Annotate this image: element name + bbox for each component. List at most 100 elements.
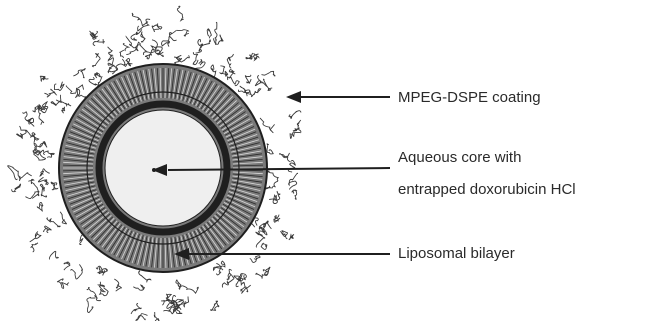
polymer-strand: [165, 293, 178, 306]
polymer-strand: [263, 78, 273, 91]
polymer-strand: [107, 46, 114, 61]
lipid-tick: [75, 118, 103, 134]
polymer-strand: [170, 298, 184, 304]
lipid-tick: [170, 68, 175, 99]
lipid-tick: [142, 69, 150, 100]
lipid-tick: [168, 237, 172, 268]
lipid-tick: [226, 126, 255, 140]
lipid-tick: [156, 237, 160, 268]
lipid-tick: [65, 145, 95, 153]
polymer-strand: [56, 278, 70, 289]
lipid-tick: [70, 128, 99, 142]
polymer-strand: [170, 29, 190, 37]
lipid-tick: [65, 183, 95, 191]
lipid-tick: [211, 96, 233, 119]
polymer-strand: [289, 131, 301, 139]
lipid-tick: [198, 82, 215, 109]
polymer-strand: [178, 285, 199, 295]
lipid-tick: [106, 85, 124, 111]
lipid-tick: [145, 69, 152, 100]
lipid-tick: [215, 102, 239, 123]
polymer-strand: [29, 231, 42, 243]
lipid-tick: [115, 229, 131, 257]
lipid-tick: [85, 104, 110, 125]
lipid-tick: [223, 118, 251, 134]
lipid-tick: [172, 237, 178, 268]
polymer-strand: [18, 172, 32, 181]
lipid-tick: [195, 229, 211, 257]
polymer-strand: [53, 81, 65, 91]
polymer-strand: [237, 89, 252, 95]
lipid-tick: [212, 98, 235, 120]
lipid-tick: [186, 233, 197, 263]
polymer-strand: [125, 35, 141, 49]
lipid-tick: [140, 236, 148, 266]
core-label-line-2: entrapped doxorubicin HCl: [398, 181, 576, 198]
lipid-tick: [205, 88, 225, 113]
polymer-strand: [214, 21, 218, 46]
lipid-tick: [63, 175, 94, 180]
polymer-strand: [258, 222, 272, 234]
polymer-strand: [266, 143, 274, 155]
lipid-tick: [154, 68, 158, 99]
polymer-strand: [42, 225, 52, 234]
lipid-tick: [231, 147, 262, 155]
lipid-tick: [91, 98, 114, 120]
polymer-strand: [65, 84, 85, 94]
lipid-tick: [232, 173, 263, 177]
polymer-strand: [254, 74, 268, 87]
lipid-tick: [111, 82, 128, 109]
polymer-strand: [39, 168, 50, 177]
polymer-strand: [210, 64, 217, 78]
polymer-strand: [39, 141, 48, 148]
polymer-strand: [212, 34, 224, 45]
lipid-tick: [134, 71, 144, 101]
lipid-tick: [83, 210, 108, 230]
polymer-strand: [262, 266, 271, 276]
lipid-tick: [106, 225, 124, 251]
lipid-tick: [67, 189, 97, 200]
lipid-tick: [200, 226, 218, 253]
polymer-strand: [56, 99, 72, 107]
polymer-strand: [32, 142, 40, 156]
lipid-tick: [73, 123, 101, 138]
polymer-strand: [143, 39, 158, 56]
polymer-strand: [269, 190, 281, 201]
lipid-tick: [197, 80, 213, 108]
polymer-strand: [89, 30, 96, 39]
polymer-strand: [260, 242, 268, 250]
lipid-tick: [232, 177, 263, 183]
lipid-tick: [154, 237, 158, 268]
polymer-strand: [167, 32, 177, 44]
lipid-tick: [126, 233, 138, 262]
lipid-tick: [66, 139, 96, 149]
pointer-arrows: [152, 91, 391, 260]
lipid-tick: [145, 236, 152, 267]
lipid-tick: [121, 76, 135, 105]
lipid-tick: [101, 88, 121, 113]
lipid-tick: [231, 145, 261, 153]
lipid-tick: [66, 187, 96, 197]
polymer-strand: [130, 29, 143, 41]
polymer-strand: [226, 268, 232, 281]
lipid-tick: [85, 211, 110, 232]
lipid-tick: [232, 164, 264, 167]
polymer-strand: [125, 57, 133, 67]
lipid-tick: [137, 71, 146, 101]
polymer-strand: [261, 70, 276, 77]
polymer-strand: [236, 273, 247, 282]
polymer-strand: [86, 296, 96, 314]
polymer-strand: [221, 272, 235, 288]
lipid-tick: [108, 226, 126, 253]
polymer-strand: [151, 23, 163, 33]
lipid-tick: [214, 100, 237, 121]
polymer-strand: [73, 68, 86, 79]
polymer-strand: [46, 217, 61, 228]
polymer-strand: [16, 130, 27, 140]
lipid-tick: [63, 177, 94, 183]
lipid-tick: [231, 150, 262, 157]
polymer-strand: [218, 65, 229, 77]
lipid-tick: [123, 75, 137, 104]
lipid-tick: [193, 78, 208, 106]
polymer-strand: [296, 119, 302, 134]
